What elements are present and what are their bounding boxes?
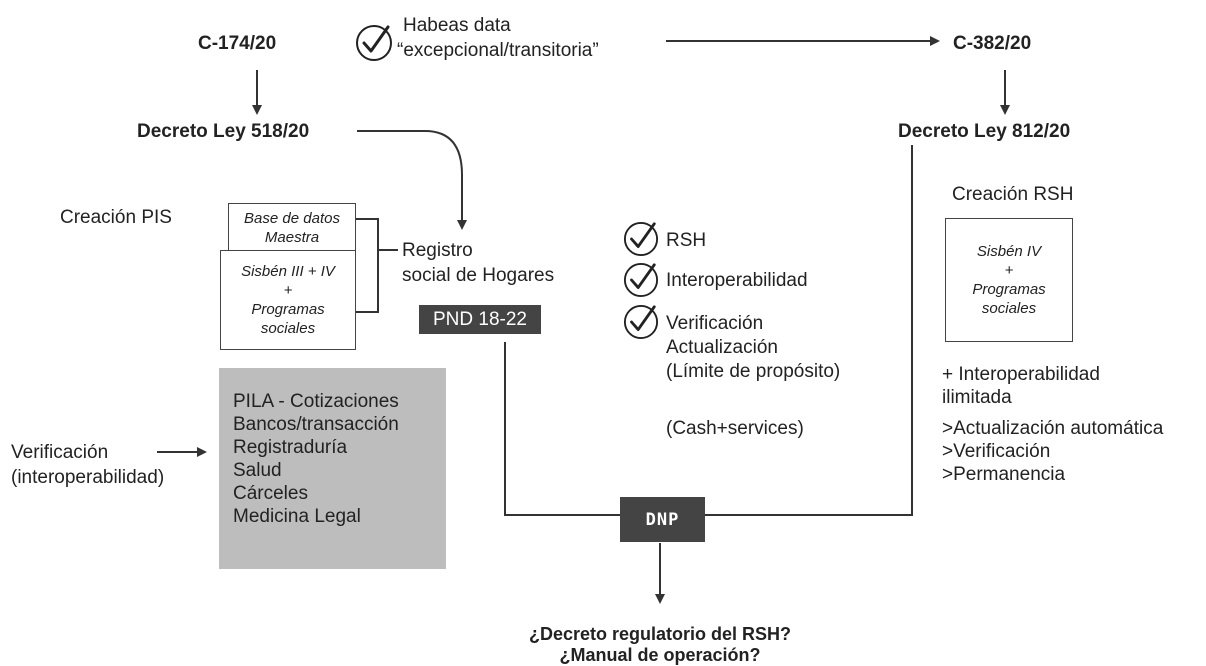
arrow-d518-to-registro (357, 130, 467, 230)
decreto-518: Decreto Ley 518/20 (137, 121, 310, 142)
rsh-box-line4: sociales (981, 300, 1037, 317)
pis-box2-line2: + (283, 282, 293, 299)
dnp-logo: DNP (620, 497, 705, 542)
line-pnd-to-dnp (504, 342, 620, 516)
pis-bracket (356, 218, 379, 313)
pis-title: Creación PIS (60, 207, 172, 228)
pnd-label: PND 18-22 (433, 308, 527, 330)
rsh-box-line2: + (1004, 262, 1014, 279)
check-interop: Interoperabilidad (666, 270, 808, 291)
rsh-feature: ilimitada (942, 387, 1012, 408)
verificacion-line2: (interoperabilidad) (11, 467, 165, 488)
decreto-812: Decreto Ley 812/20 (898, 121, 1071, 142)
check-icon (356, 25, 392, 61)
rsh-features: + Interoperabilidad ilimitada >Actualiza… (942, 363, 1163, 486)
verificacion-line1: Verificación (11, 442, 109, 463)
pis-box2-line4: sociales (260, 320, 316, 337)
check-icon (623, 304, 659, 340)
pis-box2-line3: Programas (251, 301, 325, 318)
habeas-line1: Habeas data (403, 15, 511, 36)
source-item: Cárceles (233, 483, 308, 504)
pnd-badge: PND 18-22 (419, 305, 541, 334)
registro-line1: Registro (402, 240, 473, 261)
rsh-feature: >Actualización automática (942, 418, 1164, 439)
pis-box2-line1: Sisbén III + IV (241, 263, 335, 280)
rsh-box-line1: Sisbén IV (976, 243, 1042, 260)
source-item: Registraduría (233, 437, 348, 458)
check-icon (623, 221, 659, 257)
source-item: Medicina Legal (233, 506, 361, 527)
check-verif-line2: Actualización (666, 337, 778, 358)
rsh-box-sisben: Sisbén IV + Programas sociales (945, 218, 1073, 342)
check-icon (623, 262, 659, 298)
rsh-title: Creación RSH (952, 184, 1074, 205)
check-rsh: RSH (666, 230, 707, 251)
pis-box-sisben: Sisbén III + IV + Programas sociales (220, 250, 356, 350)
check-verif-line1: Verificación (666, 313, 764, 334)
rsh-feature: >Permanencia (942, 464, 1066, 485)
habeas-line2: “excepcional/transitoria” (397, 40, 599, 61)
line-d812-to-dnp (705, 145, 913, 516)
source-item: Bancos/transacción (233, 414, 399, 435)
source-item: PILA - Cotizaciones (233, 391, 399, 412)
question-decreto: ¿Decreto regulatorio del RSH? (528, 624, 792, 644)
source-item: Salud (233, 460, 282, 481)
bottom-questions: ¿Decreto regulatorio del RSH? ¿Manual de… (460, 624, 860, 666)
rsh-feature: + Interoperabilidad (942, 364, 1100, 385)
rsh-box-line3: Programas (972, 281, 1046, 298)
cash-services: (Cash+services) (666, 418, 804, 439)
case-c174: C-174/20 (198, 33, 277, 54)
pis-box-base-datos: Base de datos Maestra (228, 203, 356, 253)
question-manual: ¿Manual de operación? (559, 645, 761, 665)
sources-box: PILA - Cotizaciones Bancos/transacción R… (219, 368, 446, 569)
pis-box1-line2: Maestra (264, 229, 320, 246)
rsh-feature: >Verificación (942, 441, 1051, 462)
pis-box1-line1: Base de datos (244, 210, 340, 227)
case-c382: C-382/20 (953, 33, 1032, 54)
check-verif-line3: (Límite de propósito) (666, 361, 841, 382)
dnp-label: DNP (645, 509, 680, 530)
registro-line2: social de Hogares (402, 265, 555, 286)
